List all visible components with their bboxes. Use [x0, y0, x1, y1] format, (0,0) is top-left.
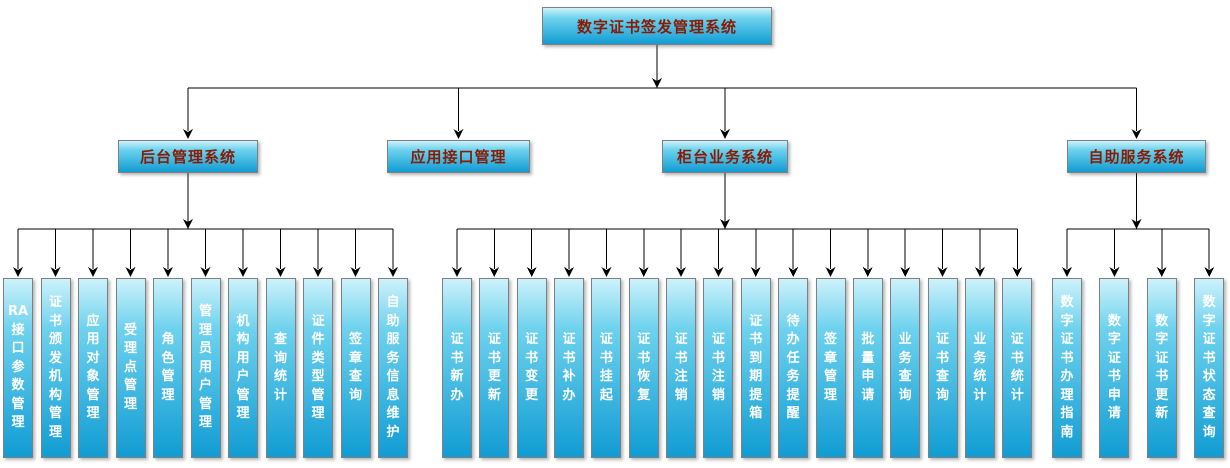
leaf-node-label: 证书变更 — [525, 332, 539, 403]
leaf-node-label: 证件类型管理 — [311, 313, 325, 422]
leaf-node: 数字证书状态查询 — [1194, 278, 1225, 458]
branch-node-label: 自助服务系统 — [1088, 148, 1185, 166]
leaf-node: 数字证书申请 — [1099, 278, 1130, 458]
leaf-node: 证书变更 — [516, 278, 547, 458]
leaf-node-label: 签章管理 — [823, 332, 837, 403]
branch-node-counter-business: 柜台业务系统 — [662, 140, 788, 173]
leaf-node-label: 应用对象管理 — [86, 313, 100, 422]
leaf-node: 证书到期提箱 — [740, 278, 771, 458]
leaf-node-label: 证书查询 — [936, 332, 950, 403]
branch-node-label: 柜台业务系统 — [676, 148, 773, 166]
leaf-node: 证书注销 — [703, 278, 734, 458]
leaf-node-label: 数字证书办理指南 — [1060, 295, 1074, 440]
leaf-node: 证件类型管理 — [303, 278, 333, 458]
leaf-node: 证书统计 — [1002, 278, 1033, 458]
leaf-node-label: 待办任务提醒 — [786, 313, 800, 422]
leaf-node: 批量申请 — [852, 278, 883, 458]
leaf-node: 机构用户管理 — [228, 278, 258, 458]
leaf-node: 应用对象管理 — [78, 278, 108, 458]
leaf-node: 签章查询 — [340, 278, 371, 458]
leaf-node: 业务统计 — [964, 278, 995, 458]
leaf-node: 签章管理 — [815, 278, 846, 458]
leaf-node-label: 数字证书更新 — [1155, 313, 1169, 422]
leaf-node-label: 签章查询 — [348, 332, 362, 403]
leaf-node-label: 证书注销 — [711, 332, 725, 403]
leaf-node-label: 证书注销 — [674, 332, 688, 403]
leaf-node: 证书注销 — [666, 278, 697, 458]
leaf-node-label: 业务查询 — [898, 332, 912, 403]
leaf-node: 自助服务信息维护 — [378, 278, 408, 458]
leaf-node: 数字证书办理指南 — [1052, 278, 1082, 458]
branch-node-label: 应用接口管理 — [410, 148, 507, 166]
leaf-node-label: 证书新办 — [450, 332, 464, 403]
root-node-label: 数字证书签发管理系统 — [576, 17, 737, 36]
leaf-node: 业务查询 — [890, 278, 921, 458]
leaf-node: 证书更新 — [479, 278, 510, 458]
leaf-node: 查询统计 — [265, 278, 296, 458]
leaf-node-label: 业务统计 — [973, 332, 987, 403]
leaf-node-label: 证书恢复 — [637, 332, 651, 403]
branch-node-label: 后台管理系统 — [139, 148, 236, 166]
leaf-node: 证书颁发机构管理 — [40, 278, 71, 458]
branch-node-backend-management: 后台管理系统 — [118, 140, 258, 173]
leaf-node-label: 证书挂起 — [599, 332, 613, 403]
leaf-node-label: 受理点管理 — [123, 322, 137, 412]
leaf-node: 角色管理 — [153, 278, 183, 458]
leaf-node-label: 查询统计 — [273, 332, 287, 403]
root-node: 数字证书签发管理系统 — [542, 7, 772, 45]
leaf-node: 待办任务提醒 — [778, 278, 809, 458]
leaf-node-label: 批量申请 — [861, 332, 875, 403]
branch-node-api-interface-management: 应用接口管理 — [387, 140, 530, 173]
leaf-node-label: 管理员用户管理 — [198, 304, 212, 431]
leaf-node-label: 数字证书申请 — [1107, 313, 1121, 422]
leaf-node-label: 证书补办 — [562, 332, 576, 403]
leaf-node: 证书恢复 — [628, 278, 659, 458]
leaf-node: 证书查询 — [927, 278, 958, 458]
leaf-node: 证书补办 — [554, 278, 585, 458]
leaf-node: 管理员用户管理 — [190, 278, 221, 458]
leaf-node-label: 角色管理 — [161, 332, 175, 403]
leaf-node: 受理点管理 — [115, 278, 146, 458]
leaf-node-label: 证书统计 — [1010, 332, 1024, 403]
leaf-node: 证书新办 — [442, 278, 472, 458]
leaf-node-label: 证书颁发机构管理 — [48, 295, 62, 440]
leaf-node: 数字证书更新 — [1146, 278, 1177, 458]
leaf-node-label: 证书更新 — [487, 332, 501, 403]
leaf-node-label: 数字证书状态查询 — [1202, 295, 1216, 440]
leaf-node-label: 自助服务信息维护 — [386, 295, 400, 440]
leaf-node-label: 机构用户管理 — [236, 313, 250, 422]
leaf-node-label: 证书到期提箱 — [749, 313, 763, 422]
branch-node-self-service: 自助服务系统 — [1067, 140, 1206, 173]
leaf-node: 证书挂起 — [591, 278, 622, 458]
